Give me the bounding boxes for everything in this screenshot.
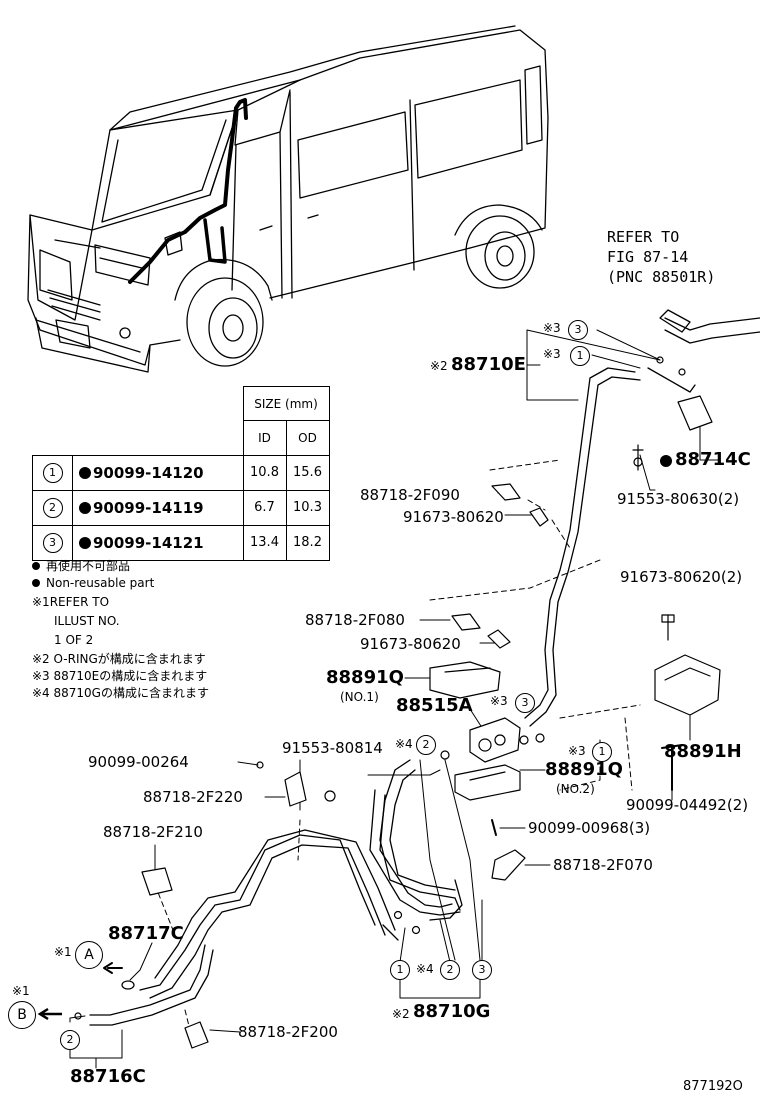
- circle-2: 2: [416, 735, 436, 755]
- od-header: OD: [285, 420, 330, 456]
- table-row: 1 90099-14120 10.8 15.6: [32, 454, 330, 491]
- note-refer-to: ※1REFER TO: [32, 595, 110, 609]
- label-88717C: 88717C: [108, 923, 184, 944]
- label-88718-2F220: 88718-2F220: [143, 788, 243, 806]
- label-88718-2F080: 88718-2F080: [305, 611, 405, 629]
- nonreusable-dot-icon: [79, 501, 91, 514]
- label-91673-80620-a: 91673-80620: [403, 508, 504, 526]
- mark-88710G: ※2: [392, 1007, 410, 1021]
- label-88714C: 88714C: [675, 449, 751, 470]
- mark-x3-b: ※3: [543, 347, 561, 361]
- label-90099-04492: 90099-04492(2): [626, 796, 749, 814]
- circle-3: 3: [568, 320, 588, 340]
- mark-x4-a: ※4: [395, 737, 413, 751]
- table-row: 2 90099-14119 6.7 10.3: [32, 489, 330, 526]
- note-one-of-two: 1 OF 2: [54, 633, 94, 647]
- size-header: SIZE (mm): [242, 386, 330, 421]
- label-88718-2F070: 88718-2F070: [553, 856, 653, 874]
- mark-x3-c: ※3: [490, 694, 508, 708]
- nonreusable-dot-icon: [79, 466, 91, 479]
- mark-x1-a: ※1: [54, 945, 72, 959]
- label-88710E: 88710E: [451, 354, 526, 375]
- mark-x3-a: ※3: [543, 321, 561, 335]
- refer-line2: FIG 87-14: [607, 248, 689, 266]
- circle-3: 3: [472, 960, 492, 980]
- circle-2: 2: [440, 960, 460, 980]
- spec-table: SIZE (mm) ID OD 1 90099-14120 10.8 15.6 …: [32, 386, 330, 561]
- note-3: ※3 88710Eの構成に含まれます: [32, 669, 208, 683]
- label-90099-00264: 90099-00264: [88, 753, 189, 771]
- label-88891H: 88891H: [664, 741, 742, 762]
- label-88718-2F210: 88718-2F210: [103, 823, 203, 841]
- label-91673-80620-2: 91673-80620(2): [620, 568, 743, 586]
- nonreusable-dot-icon: [79, 536, 91, 549]
- note-nonreusable-en: Non-reusable part: [32, 577, 154, 589]
- mark-x1-b: ※1: [12, 984, 30, 998]
- circle-1: 1: [390, 960, 410, 980]
- label-88716C: 88716C: [70, 1066, 146, 1087]
- label-88710G: 88710G: [413, 1001, 491, 1022]
- note-4: ※4 88710Gの構成に含まれます: [32, 686, 209, 700]
- callout-B: B: [8, 1001, 36, 1029]
- mark-x3-d: ※3: [568, 744, 586, 758]
- note-nonreusable-jp: 再使用不可部品: [32, 560, 130, 572]
- circle-2: 2: [60, 1030, 80, 1050]
- table-row: 3 90099-14121 13.4 18.2: [32, 524, 330, 561]
- label-91673-80620-b: 91673-80620: [360, 635, 461, 653]
- circle-1: 1: [592, 742, 612, 762]
- figure-number: 877192O: [683, 1079, 743, 1094]
- label-91553-80630: 91553-80630(2): [617, 490, 740, 508]
- circle-3: 3: [515, 693, 535, 713]
- label-91553-80814: 91553-80814: [282, 739, 383, 757]
- mark-x4-b: ※4: [416, 962, 434, 976]
- note-illust-no: ILLUST NO.: [54, 614, 120, 628]
- circle-1: 1: [570, 346, 590, 366]
- components: [74, 356, 721, 1049]
- label-no2: (NO.2): [556, 782, 595, 796]
- label-88718-2F090: 88718-2F090: [360, 486, 460, 504]
- leader-lines: [69, 329, 721, 1069]
- label-no1: (NO.1): [340, 690, 379, 704]
- label-88891Q-no1: 88891Q: [326, 667, 404, 688]
- callout-A: A: [75, 941, 103, 969]
- note-2: ※2 O-RINGが構成に含まれます: [32, 652, 206, 666]
- id-header: ID: [242, 420, 287, 456]
- label-88515A: 88515A: [396, 695, 473, 716]
- van-illustration: [27, 25, 549, 373]
- nonreusable-dot-icon: [660, 455, 672, 467]
- label-90099-00968: 90099-00968(3): [528, 819, 651, 837]
- refer-line1: REFER TO: [607, 228, 680, 246]
- label-88891Q-no2: 88891Q: [545, 759, 623, 780]
- mark-88710E: ※2: [430, 359, 448, 373]
- refer-line3: (PNC 88501R): [607, 268, 716, 286]
- label-88718-2F200: 88718-2F200: [238, 1023, 338, 1041]
- refrigerant-pipes: [89, 309, 760, 1026]
